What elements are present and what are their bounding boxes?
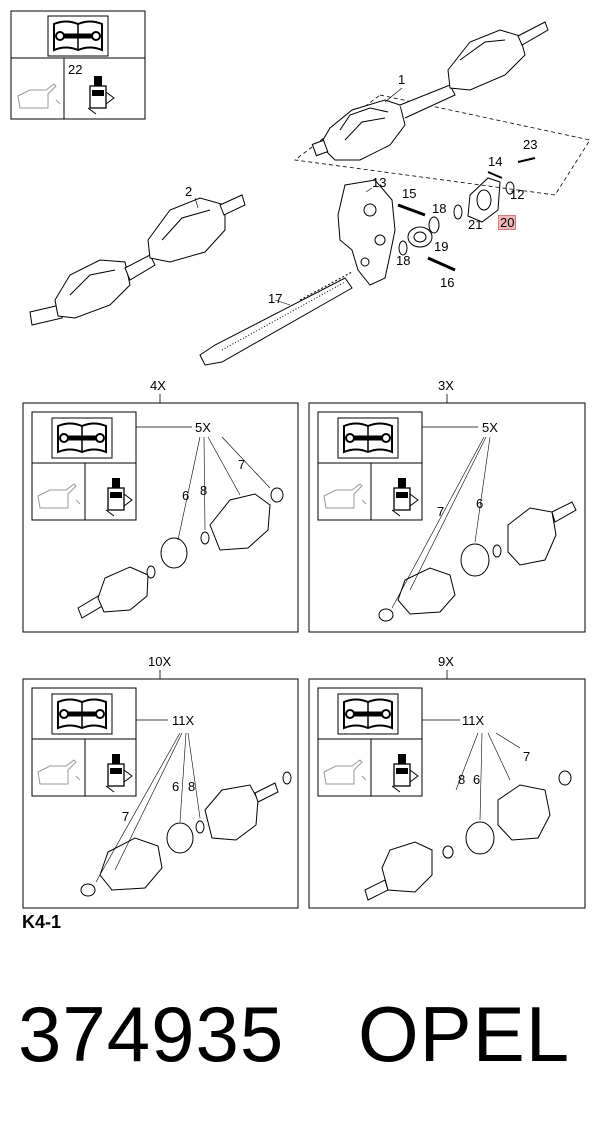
kit-4-label-6: 6	[473, 772, 481, 787]
kit-2-qty: 5X	[482, 420, 498, 435]
kit-1-label-8: 8	[200, 483, 208, 498]
callout-14: 14	[488, 154, 503, 169]
callout-13: 13	[372, 175, 387, 190]
kit-box-1	[22, 394, 299, 633]
kit-3-label-8: 8	[188, 779, 196, 794]
callout-1: 1	[398, 72, 406, 87]
kit-1-label-6: 6	[182, 488, 190, 503]
part-number: 374935	[18, 990, 285, 1078]
callout-18b: 18	[396, 253, 411, 268]
callout-18a: 18	[432, 201, 447, 216]
kit-4-multiplier: 9X	[438, 654, 454, 669]
kit-box-4	[308, 670, 586, 909]
callout-16: 16	[440, 275, 455, 290]
callout-19: 19	[434, 239, 449, 254]
kit-1-label-7: 7	[238, 457, 246, 472]
brand-name: OPEL	[358, 990, 571, 1078]
kit-box-3	[22, 670, 299, 909]
info-box-main	[10, 10, 146, 120]
kit-box-2	[308, 394, 586, 633]
kit-2-label-7: 7	[437, 504, 445, 519]
kit-2-multiplier: 3X	[438, 378, 454, 393]
drive-shaft-2	[29, 194, 246, 326]
callout-2: 2	[185, 184, 193, 199]
kit-2-label-6: 6	[476, 496, 484, 511]
diagram-code: K4-1	[22, 912, 62, 932]
kit-3-qty: 11X	[172, 713, 195, 728]
kit-3-label-7: 7	[122, 809, 130, 824]
kit-4-qty: 11X	[462, 713, 485, 728]
callout-15: 15	[402, 186, 417, 201]
kit-1-multiplier: 4X	[150, 378, 166, 393]
kit-4-label-8: 8	[458, 772, 466, 787]
callout-20-highlighted: 20	[498, 215, 517, 230]
callout-22: 22	[68, 62, 83, 77]
drive-shaft-1	[311, 21, 549, 161]
callout-17: 17	[268, 291, 283, 306]
steering-knuckle-13	[337, 179, 396, 286]
drive-shaft-17	[199, 271, 353, 366]
kit-1-qty: 5X	[195, 420, 211, 435]
kit-3-label-6: 6	[172, 779, 180, 794]
callout-21: 21	[468, 217, 483, 232]
callout-12: 12	[510, 187, 525, 202]
kit-4-label-7: 7	[523, 749, 531, 764]
kit-3-multiplier: 10X	[148, 654, 172, 669]
callout-23: 23	[523, 137, 538, 152]
bearing-parts	[397, 157, 536, 272]
